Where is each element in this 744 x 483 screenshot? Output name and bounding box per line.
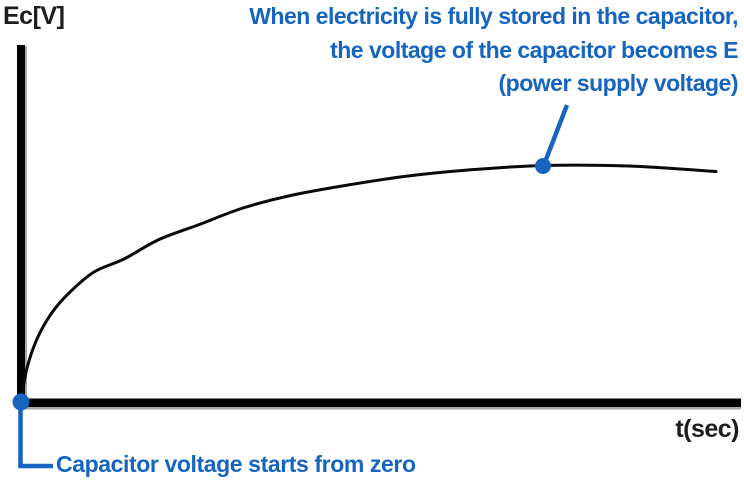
full-charge-annotation-line-2: the voltage of the capacitor becomes E: [330, 36, 738, 63]
capacitor-charge-curve: [19, 163, 718, 404]
x-axis-shadow-edge: [17, 407, 741, 410]
x-axis: [17, 398, 741, 407]
y-axis-shadow-edge: [25, 46, 27, 403]
zero-start-marker-dot: [12, 393, 30, 411]
y-axis-label: Ec[V]: [3, 2, 65, 30]
full-charge-marker-dot: [535, 158, 551, 174]
full-charge-leader-line: [542, 104, 570, 163]
full-charge-annotation-line-1: When electricity is fully stored in the …: [249, 3, 738, 29]
full-charge-annotation-line-3: (power supply voltage): [498, 70, 739, 96]
full-charge-annotation: When electricity is fully stored in the …: [249, 0, 738, 101]
zero-start-annotation: Capacitor voltage starts from zero: [56, 451, 416, 477]
y-axis: [17, 45, 25, 407]
x-axis-label: t(sec): [675, 415, 739, 443]
zero-start-leader-line: [18, 404, 53, 469]
